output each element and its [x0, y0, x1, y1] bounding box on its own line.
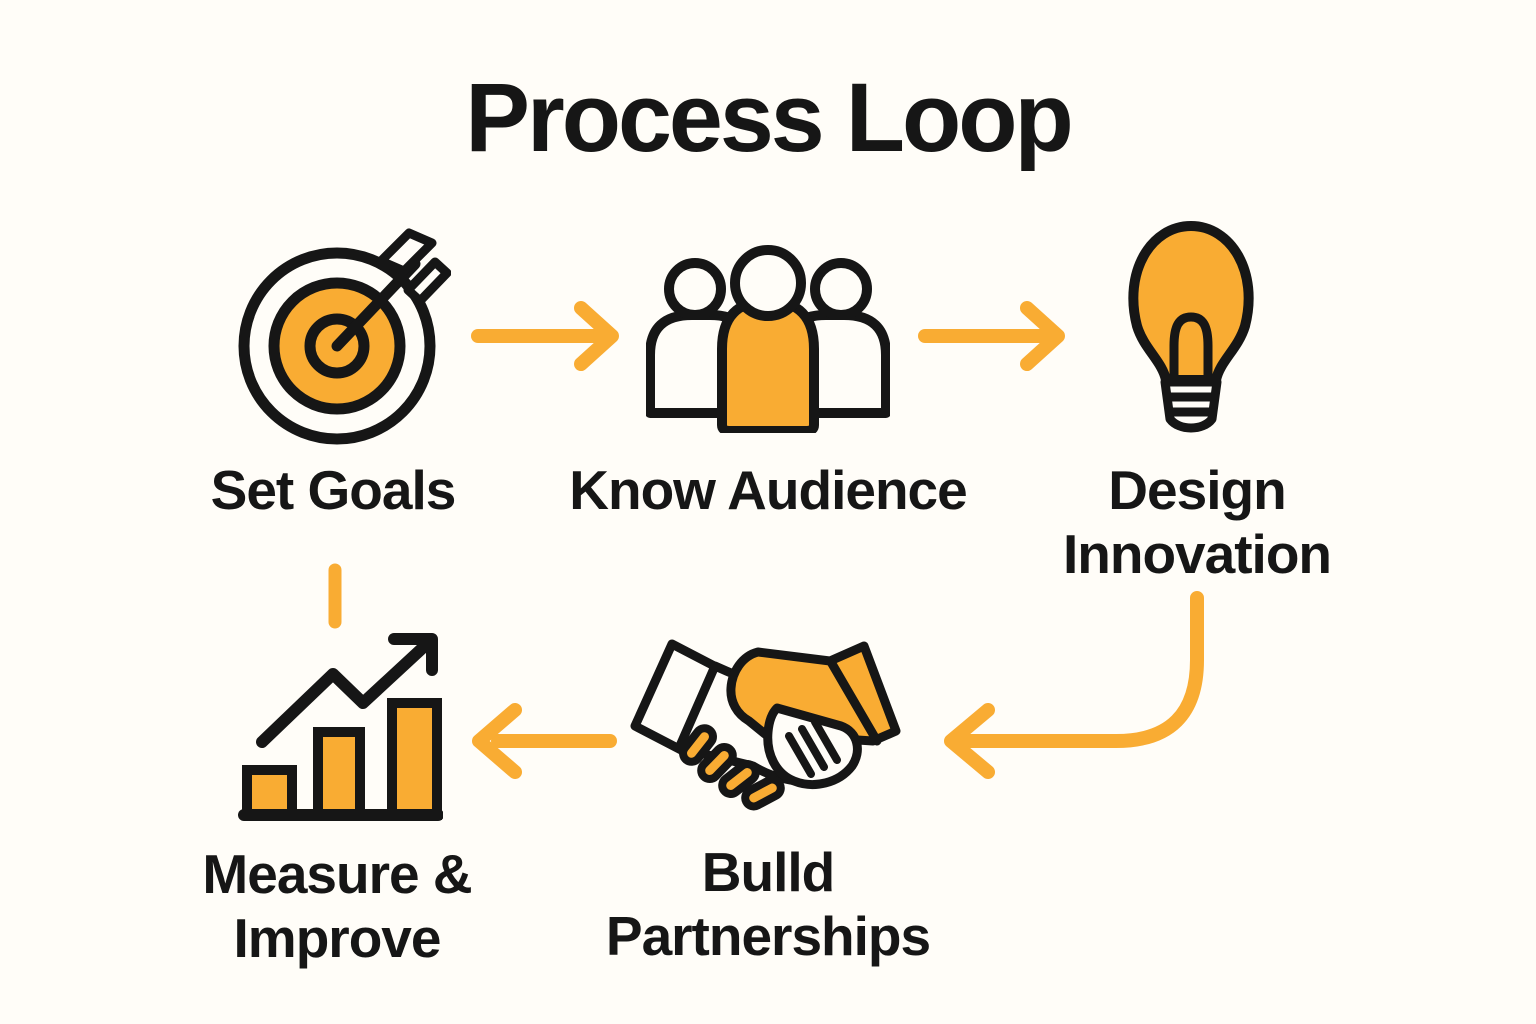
page-title: Process Loop: [465, 63, 1073, 172]
handshake-icon: [615, 630, 925, 830]
arrow-set-goals-to-know-audience: [471, 301, 619, 371]
bar-chart-icon: [238, 626, 443, 822]
label-measure-improve: Measure & Improve: [202, 843, 472, 970]
arrow-design-innovation-to-build-partnerships: [944, 591, 1204, 779]
arrow-know-audience-to-design-innovation: [918, 301, 1065, 371]
label-know-audience: Know Audience: [569, 459, 967, 521]
label-build-partnerships: Bulld Partnerships: [605, 841, 931, 968]
lightbulb-icon: [1112, 214, 1270, 446]
label-set-goals: Set Goals: [210, 459, 457, 521]
target-icon: [233, 216, 451, 452]
people-icon: [646, 243, 890, 433]
arrow-build-partnerships-to-measure-improve: [472, 703, 617, 779]
label-design-innovation: Design Innovation: [1062, 459, 1332, 586]
